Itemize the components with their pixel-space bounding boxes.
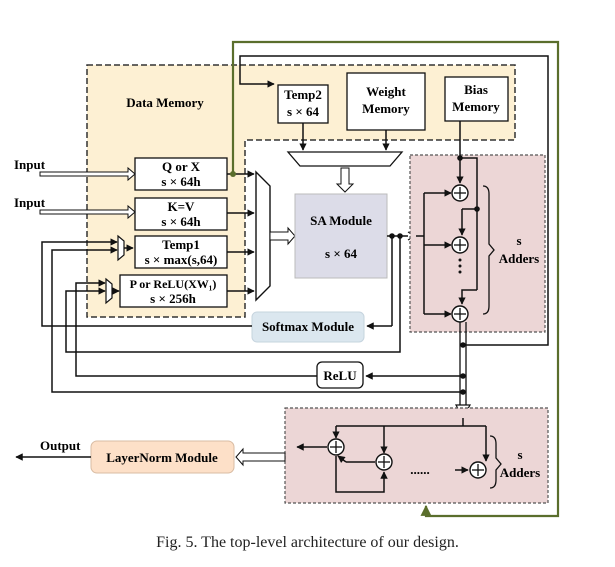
k-eq-v-label: K=V xyxy=(168,199,196,214)
k-eq-v-size: s × 64h xyxy=(161,214,201,229)
q-or-x-size: s × 64h xyxy=(161,174,201,189)
p-or-relu-size: s × 256h xyxy=(150,291,196,306)
adders-top-bracket xyxy=(482,185,495,315)
temp2-label: Temp2 xyxy=(284,87,322,102)
layernorm-module-label: LayerNorm Module xyxy=(106,450,218,465)
adders-to-layernorm-arrow xyxy=(235,447,286,467)
architecture-diagram: Data Memory Temp2 s × 64 Weight Memory B… xyxy=(14,40,560,518)
adders-bottom-s: s xyxy=(517,447,522,462)
data-memory-label: Data Memory xyxy=(126,95,204,110)
sa-module xyxy=(294,193,388,279)
figure-caption: Fig. 5. The top-level architecture of ou… xyxy=(156,534,459,551)
temp2-size: s × 64 xyxy=(287,104,319,119)
adder-bottom-1 xyxy=(327,438,345,456)
temp1-size: s × max(s,64) xyxy=(145,252,218,267)
input-label-2: Input xyxy=(14,195,46,210)
softmax-module-label: Softmax Module xyxy=(262,319,354,334)
adders-bottom-label: Adders xyxy=(500,465,540,480)
mux-p-relu xyxy=(105,277,113,305)
adders-bottom-bracket xyxy=(489,435,502,489)
relu-label: ReLU xyxy=(323,368,357,383)
sa-module-label: SA Module xyxy=(310,213,372,228)
adder-top-3 xyxy=(451,305,469,323)
p-or-relu-box xyxy=(119,274,228,308)
adder-bottom-2 xyxy=(375,453,393,471)
output-label: Output xyxy=(40,438,81,453)
softmax-module xyxy=(251,311,365,343)
adders-bottom-dots: ...... xyxy=(410,462,430,477)
adders-top-s: s xyxy=(516,233,521,248)
input-arrow-1 xyxy=(39,166,136,182)
q-or-x-label: Q or X xyxy=(162,159,201,174)
feedback-loop xyxy=(231,40,560,518)
weight-mux xyxy=(286,151,404,167)
input-arrow-2 xyxy=(39,204,136,220)
relu-box xyxy=(316,361,364,389)
p-or-relu-label: P or ReLU(XW₁) xyxy=(130,277,217,291)
main-mux xyxy=(255,170,271,302)
bias-memory-line2: Memory xyxy=(452,99,500,114)
adder-top-1 xyxy=(451,184,469,202)
input-label-1: Input xyxy=(14,157,46,172)
adder-top-2 xyxy=(451,236,469,254)
weight-memory-line2: Memory xyxy=(362,101,410,116)
weight-memory-line1: Weight xyxy=(366,84,406,99)
bias-memory-box xyxy=(444,76,509,122)
temp1-label: Temp1 xyxy=(162,237,200,252)
bias-memory-line1: Bias xyxy=(464,82,488,97)
sa-module-size: s × 64 xyxy=(325,246,357,261)
temp2-box xyxy=(277,84,329,124)
mux-to-sa-arrow xyxy=(269,226,296,246)
adders-region-bottom xyxy=(284,407,549,504)
adder-bottom-3 xyxy=(469,461,487,479)
k-eq-v-box xyxy=(134,197,228,231)
mux-temp1 xyxy=(117,234,125,262)
adders-top-label: Adders xyxy=(499,251,539,266)
weight-to-sa-arrow xyxy=(335,167,355,193)
temp1-box xyxy=(134,235,228,269)
